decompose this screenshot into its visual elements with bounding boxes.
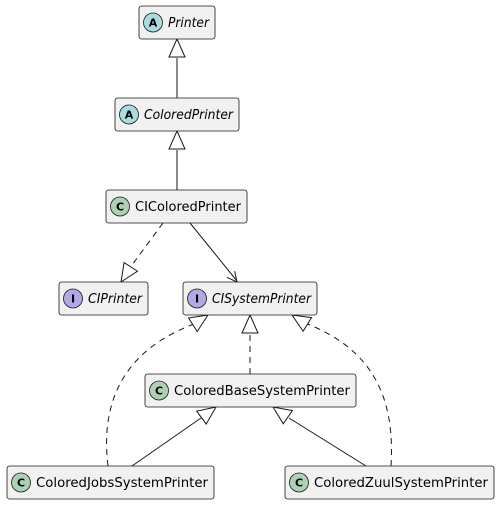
class-name-label: ColoredZuulSystemPrinter — [314, 476, 489, 491]
class-box-frame — [105, 189, 248, 224]
generalization-arrowhead — [290, 314, 313, 333]
edge-line — [189, 222, 238, 282]
edge-association-ci-colored-printer-to-ci-system-printer — [189, 222, 238, 283]
class-name-label: CISystemPrinter — [212, 292, 313, 307]
class-stereotype-icon: C — [110, 196, 130, 217]
edge-implements-colored-zuul-system-printer-to-ci-system-printer — [290, 314, 392, 467]
class-box-ci-printer[interactable]: I CIPrinter — [58, 281, 149, 316]
edge-extends-colored-printer-to-printer — [168, 37, 186, 98]
stereotype-glyph: C — [155, 385, 163, 398]
class-stereotype-icon: C — [289, 472, 309, 493]
class-box-colored-printer[interactable]: A ColoredPrinter — [114, 97, 240, 132]
stereotype-glyph: I — [71, 293, 75, 306]
class-box-colored-jobs-system-printer[interactable]: C ColoredJobsSystemPrinter — [6, 465, 215, 500]
class-name-label: ColoredPrinter — [144, 108, 235, 123]
association-arrowhead — [226, 270, 238, 283]
edge-line — [288, 417, 367, 467]
edge-implements-colored-base-system-printer-to-ci-system-printer — [241, 313, 259, 374]
edge-line — [106, 323, 195, 467]
interface-stereotype-icon: I — [187, 288, 207, 309]
class-name-label: ColoredBaseSystemPrinter — [174, 384, 351, 399]
stereotype-glyph: I — [195, 293, 199, 306]
edge-extends-colored-zuul-system-printer-to-colored-base-system-printer — [271, 406, 367, 467]
edge-implements-colored-jobs-system-printer-to-ci-system-printer — [106, 314, 210, 467]
generalization-arrowhead — [187, 314, 210, 333]
stereotype-glyph: A — [149, 17, 158, 30]
generalization-arrowhead — [168, 37, 186, 58]
generalization-arrowhead — [195, 406, 217, 426]
edges-layer — [106, 37, 392, 467]
stereotype-glyph: C — [116, 201, 124, 214]
edge-line — [304, 322, 392, 467]
abstract-stereotype-icon: A — [143, 12, 163, 33]
class-box-colored-zuul-system-printer[interactable]: C ColoredZuulSystemPrinter — [284, 465, 495, 500]
class-stereotype-icon: C — [149, 380, 169, 401]
class-box-frame — [284, 465, 495, 500]
generalization-arrowhead — [241, 313, 259, 334]
class-box-ci-colored-printer[interactable]: C CIColoredPrinter — [105, 189, 248, 224]
class-box-frame — [6, 465, 215, 500]
class-box-ci-system-printer[interactable]: I CISystemPrinter — [182, 281, 318, 316]
class-box-printer[interactable]: A Printer — [138, 5, 216, 40]
generalization-arrowhead — [168, 129, 186, 150]
generalization-arrowhead — [120, 261, 139, 284]
stereotype-glyph: A — [125, 109, 134, 122]
edge-implements-ci-colored-printer-to-ci-printer — [120, 222, 164, 284]
class-name-label: ColoredJobsSystemPrinter — [36, 476, 209, 491]
interface-stereotype-icon: I — [63, 288, 83, 309]
class-box-frame — [144, 373, 357, 408]
edge-extends-colored-jobs-system-printer-to-colored-base-system-printer — [131, 406, 217, 467]
edge-line — [131, 417, 202, 467]
edge-extends-ci-colored-printer-to-colored-printer — [168, 129, 186, 190]
stereotype-glyph: C — [17, 477, 25, 490]
class-name-label: CIColoredPrinter — [135, 200, 242, 215]
stereotype-glyph: C — [295, 477, 303, 490]
abstract-stereotype-icon: A — [119, 104, 139, 125]
class-box-frame — [58, 281, 149, 316]
class-stereotype-icon: C — [11, 472, 31, 493]
class-box-frame — [114, 97, 240, 132]
class-box-colored-base-system-printer[interactable]: C ColoredBaseSystemPrinter — [144, 373, 357, 408]
class-name-label: Printer — [168, 16, 211, 31]
class-box-frame — [182, 281, 318, 316]
generalization-arrowhead — [271, 406, 294, 425]
class-name-label: CIPrinter — [88, 292, 144, 307]
edge-line — [131, 222, 164, 266]
